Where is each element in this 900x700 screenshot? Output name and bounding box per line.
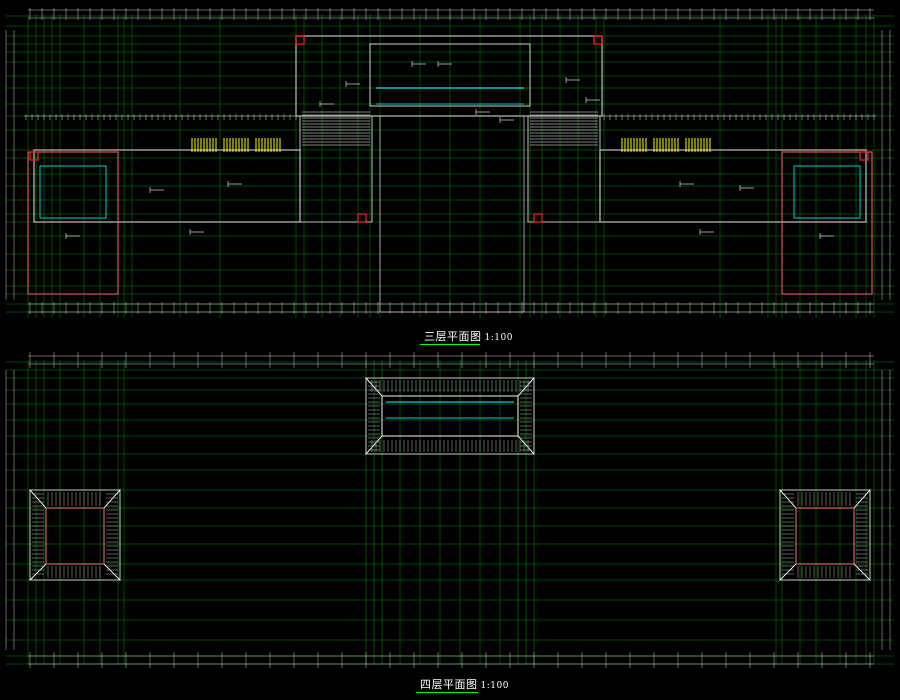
left-wing-inner — [299, 115, 373, 223]
right-pavilion-outline — [781, 151, 873, 295]
central-hip-roof — [365, 376, 535, 456]
third-floor-title: 三层平面图 — [424, 330, 482, 343]
right-pavilion-roof — [779, 488, 871, 581]
left-pavilion-core — [39, 165, 107, 219]
third-floor-dimension-lines — [5, 8, 891, 314]
fourth-floor-title-underline — [416, 692, 478, 693]
right-roof-hatching — [782, 492, 868, 578]
central-tower-inner — [369, 43, 531, 107]
fourth-floor-grid-lines — [6, 360, 894, 665]
right-pavilion-core — [793, 165, 861, 219]
fourth-floor-plan — [5, 352, 894, 668]
third-floor-annotation-ticks — [65, 61, 834, 239]
yellow-stair-blocks — [191, 138, 711, 152]
third-floor-scale: 1:100 — [484, 333, 513, 343]
third-floor-title-underline — [420, 344, 480, 345]
central-roof-hatching — [368, 380, 532, 452]
fourth-floor-dimension-lines — [5, 352, 891, 668]
central-stairs — [302, 111, 598, 146]
left-roof-hatching — [32, 492, 118, 578]
fourth-floor-title: 四层平面图 — [420, 678, 478, 691]
fourth-floor-scale: 1:100 — [480, 681, 509, 691]
central-hall-outline — [379, 115, 525, 313]
left-pavilion-roof — [29, 488, 121, 581]
third-floor-plan — [5, 8, 894, 318]
right-wing-inner — [527, 115, 601, 223]
corner-columns — [29, 35, 869, 223]
third-floor-grid-lines — [6, 14, 894, 318]
left-pavilion-outline — [27, 151, 119, 295]
